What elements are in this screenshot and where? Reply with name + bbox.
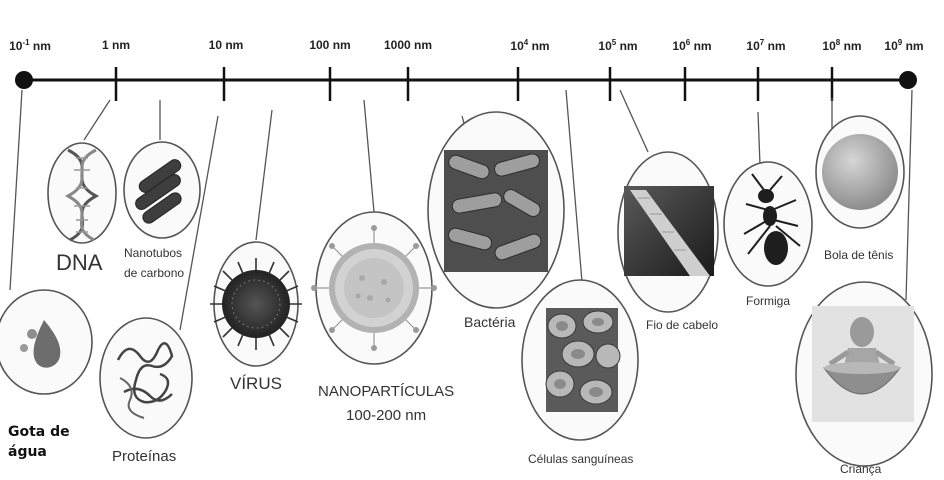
label-bacteria: Bactéria (464, 314, 515, 330)
label-gota-de-agua: Gota deágua (8, 422, 70, 462)
label-formiga: Formiga (746, 294, 790, 308)
tick-label-3: 100 nm (309, 38, 350, 52)
label-crianca: Criança (840, 462, 881, 476)
tick-label-7: 106 nm (672, 38, 711, 53)
proteins-figure (100, 318, 192, 438)
tick-label-5: 104 nm (510, 38, 549, 53)
hair-strand-figure (618, 152, 718, 312)
blood-cells-figure (522, 280, 638, 440)
nanoparticle-figure (311, 212, 437, 364)
tennis-ball-figure (816, 116, 904, 228)
axis-end-dot (899, 71, 917, 89)
scale-axis (15, 67, 917, 101)
label-bola-de-tenis: Bola de tênis (824, 248, 893, 262)
child-figure (796, 282, 932, 466)
ant-figure (724, 162, 812, 286)
label-nanotubos: Nanotubosde carbono (124, 243, 184, 283)
dna-figure (48, 143, 116, 243)
label-celulas: Células sanguíneas (528, 452, 633, 466)
tick-label-6: 105 nm (598, 38, 637, 53)
tick-label-9: 108 nm (822, 38, 861, 53)
label-nanoparticulas: NANOPARTÍCULAS100-200 nm (318, 380, 454, 428)
nanotubes-figure (124, 142, 200, 238)
water-drop-figure (0, 290, 92, 394)
tick-label-10: 109 nm (884, 38, 923, 53)
label-virus: VÍRUS (230, 374, 282, 394)
bacteria-figure (428, 112, 564, 308)
axis-start-dot (15, 71, 33, 89)
label-dna: DNA (56, 250, 102, 276)
tick-label-0: 10-1 nm (9, 38, 51, 53)
tick-label-8: 107 nm (746, 38, 785, 53)
virus-figure (210, 242, 302, 366)
tick-label-1: 1 nm (102, 38, 130, 52)
tick-label-4: 1000 nm (384, 38, 432, 52)
tick-label-2: 10 nm (209, 38, 244, 52)
label-proteinas: Proteínas (112, 448, 176, 465)
axis-ticks (116, 67, 832, 101)
label-fio-de-cabelo: Fio de cabelo (646, 318, 718, 332)
